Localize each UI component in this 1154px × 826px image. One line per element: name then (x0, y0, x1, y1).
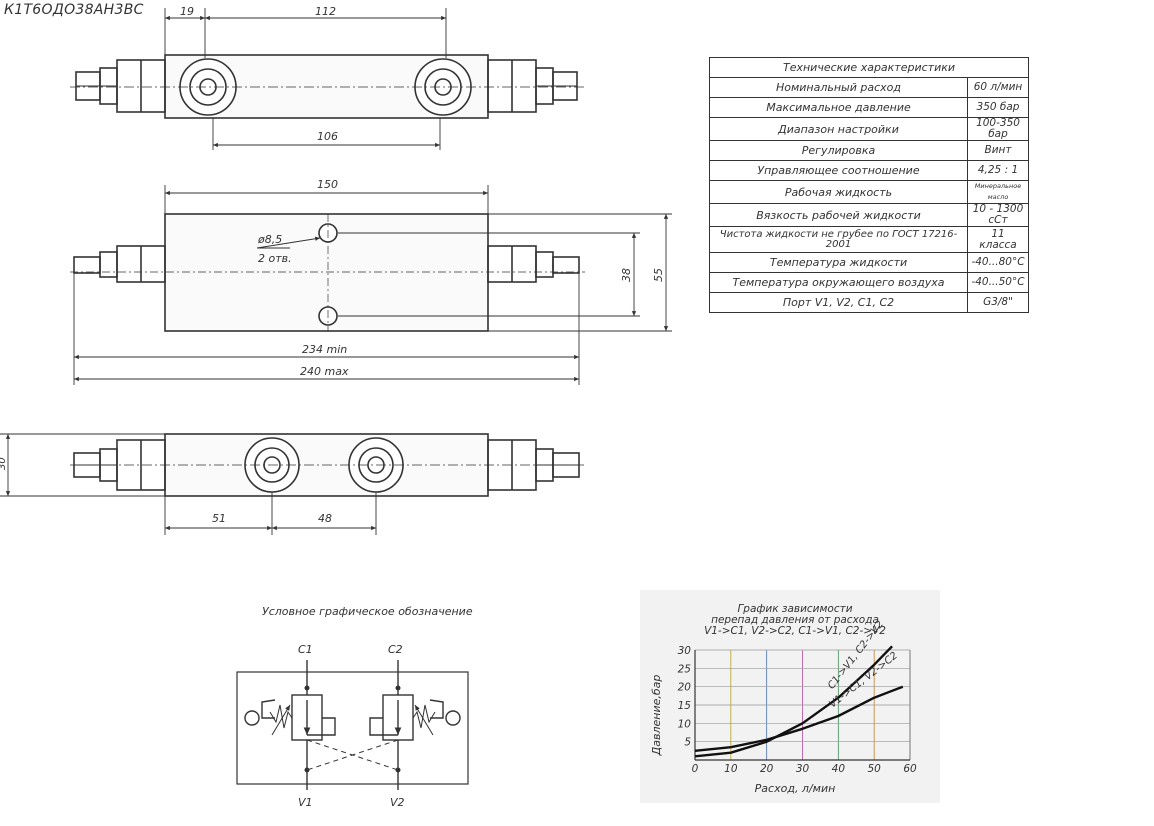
port-c2-label: C2 (388, 643, 403, 656)
chart-x-tick: 0 (692, 763, 699, 775)
dim-48: 48 (318, 512, 332, 525)
spec-value: Минеральное масло (967, 180, 1029, 204)
spec-param: Диапазон настройки (709, 117, 968, 141)
dim-30: 30 (0, 457, 8, 470)
spec-table: Технические характеристики Номинальный р… (709, 57, 1029, 313)
spec-param: Регулировка (709, 140, 968, 161)
spec-param: Вязкость рабочей жидкости (709, 203, 968, 227)
spec-value: 10 - 1300 сСт (967, 203, 1029, 227)
chart-x-tick: 50 (867, 763, 881, 775)
spec-row: Температура окружающего воздуха-40...50°… (709, 272, 1029, 293)
chart-series-line (694, 645, 893, 758)
top-view (70, 8, 585, 150)
spec-value: 11 класса (967, 226, 1029, 253)
dim-51: 51 (212, 512, 226, 525)
spec-param: Температура жидкости (709, 252, 968, 273)
dim-38: 38 (620, 268, 633, 282)
dim-hole-diameter: ø8,5 (257, 233, 282, 246)
chart-title-line: V1->C1, V2->C2, C1->V1, C2->V2 (704, 625, 886, 637)
symbol-title: Условное графическое обозначение (262, 605, 473, 618)
chart-x-label: Расход, л/мин (755, 782, 836, 795)
spec-param: Рабочая жидкость (709, 180, 968, 204)
spec-value: -40...80°С (967, 252, 1029, 273)
chart-tick-labels: 0 10 20 30 40 50 60 5 10 15 20 25 30 (678, 645, 917, 775)
chart-y-label: Давление,бар (650, 675, 663, 757)
spec-param: Максимальное давление (709, 97, 968, 118)
port-c1-label: C1 (298, 643, 313, 656)
chart-y-tick: 30 (678, 645, 692, 657)
hydraulic-symbol (236, 660, 469, 790)
chart-x-tick: 10 (724, 763, 738, 775)
spec-param: Температура окружающего воздуха (709, 272, 968, 293)
dim-hole-count: 2 отв. (258, 252, 292, 265)
chart-panel (640, 590, 940, 803)
spec-value: 100-350 бар (967, 117, 1029, 141)
spec-row: Чистота жидкости не грубее по ГОСТ 17216… (709, 226, 1029, 253)
spec-param: Управляющее соотношение (709, 160, 968, 181)
spec-param: Порт V1, V2, C1, C2 (709, 292, 968, 313)
chart-grid (694, 649, 911, 761)
chart-y-tick: 20 (678, 682, 692, 694)
chart-series-line (694, 685, 904, 752)
port-v1-label: V1 (298, 796, 313, 809)
chart-title-line: перепад давления от расхода (711, 614, 879, 626)
spec-value: 350 бар (967, 97, 1029, 118)
spec-value: 60 л/мин (967, 77, 1029, 98)
spec-table-header: Технические характеристики (709, 57, 1029, 78)
chart-y-tick: 10 (678, 718, 692, 730)
bottom-view (0, 433, 585, 535)
dim-55: 55 (652, 268, 665, 282)
chart-y-tick: 5 (684, 737, 691, 749)
spec-param: Чистота жидкости не грубее по ГОСТ 17216… (709, 226, 968, 253)
dim-19: 19 (180, 5, 194, 18)
chart-title-line: График зависимости (737, 603, 852, 615)
spec-param: Номинальный расход (709, 77, 968, 98)
chart-x-tick: 20 (760, 763, 774, 775)
spec-row: Температура жидкости-40...80°С (709, 252, 1029, 273)
chart-y-tick: 15 (678, 700, 692, 712)
chart-y-tick: 25 (678, 663, 692, 675)
dim-106: 106 (317, 130, 338, 143)
chart-x-tick: 60 (903, 763, 917, 775)
spec-value: G3/8" (967, 292, 1029, 313)
spec-value: Винт (967, 140, 1029, 161)
spec-value: 4,25 : 1 (967, 160, 1029, 181)
front-view (70, 185, 672, 385)
dim-240-max: 240 max (300, 365, 349, 378)
dim-112: 112 (315, 5, 336, 18)
model-code: К1Т6ОДО38АН3ВС (4, 2, 144, 18)
chart-x-tick: 30 (796, 763, 810, 775)
spec-value: -40...50°С (967, 272, 1029, 293)
chart-x-tick: 40 (832, 763, 846, 775)
dim-234-min: 234 min (302, 343, 347, 356)
spec-table-title: Технические характеристики (709, 57, 1029, 78)
dim-150: 150 (317, 178, 338, 191)
port-v2-label: V2 (390, 796, 405, 809)
